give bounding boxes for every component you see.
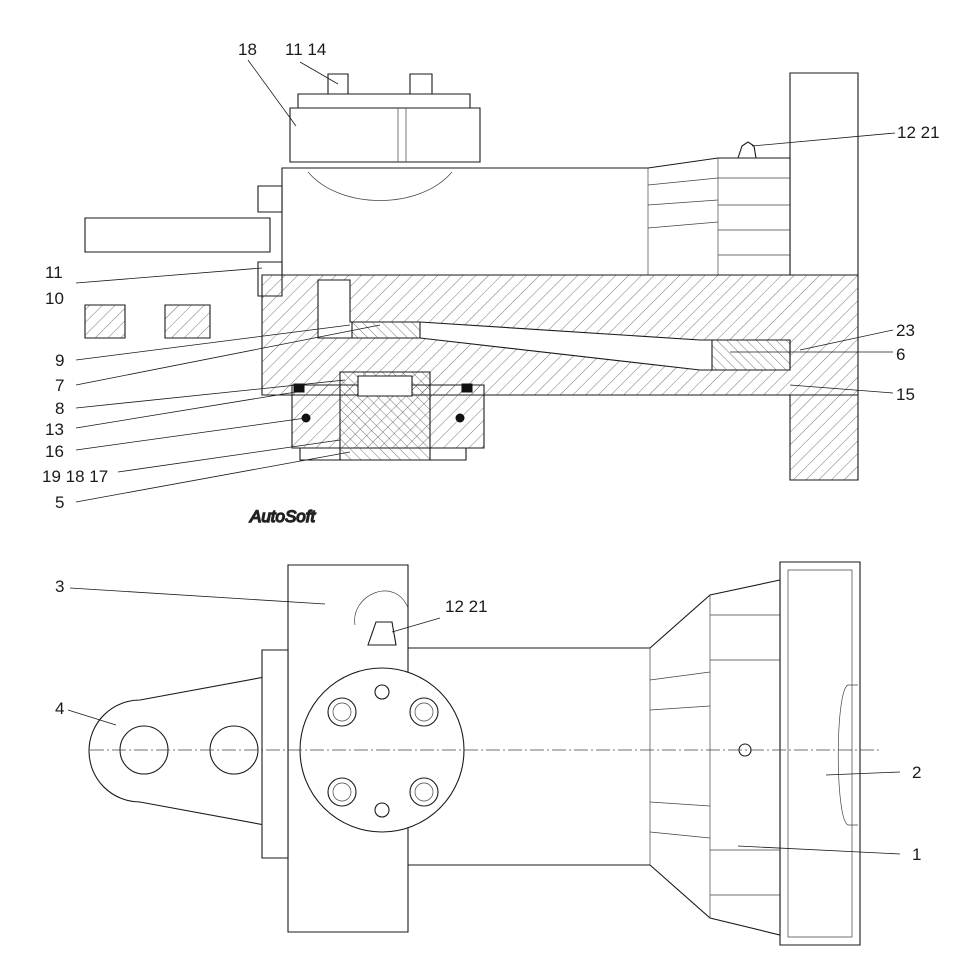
callout-19-18-17: 19 18 17 [42, 467, 108, 486]
bolt-2 [409, 697, 439, 727]
callout-5: 5 [55, 493, 64, 512]
watermark-text: AutoSoft [249, 507, 316, 526]
callout-2: 2 [912, 763, 921, 782]
callout-23: 23 [896, 321, 915, 340]
grease-nipple-plan [367, 621, 397, 646]
grease-nipple-top [737, 141, 757, 159]
bolt-3 [327, 777, 357, 807]
lever-section-left [84, 304, 126, 339]
callout-6: 6 [896, 345, 905, 364]
callout-16: 16 [45, 442, 64, 461]
callout-9: 9 [55, 351, 64, 370]
seal-right [461, 383, 473, 393]
callout-10: 10 [45, 289, 64, 308]
body-upper [281, 157, 791, 276]
callout-12-21-bottom: 12 21 [445, 597, 488, 616]
flange-plate-section [789, 394, 859, 481]
callouts: 18 11 14 12 21 11 10 9 7 8 13 16 19 18 1… [42, 40, 940, 864]
section-view [84, 72, 859, 481]
oring-right [455, 413, 465, 423]
callout-11-14: 11 14 [285, 40, 326, 59]
flange-plate-plan [779, 561, 861, 946]
body-cylinder [404, 579, 781, 936]
lever-section-right [164, 304, 211, 339]
dowel-top [374, 684, 390, 700]
callout-3: 3 [55, 577, 64, 596]
dowel-bottom [374, 802, 390, 818]
lever-arm-top [84, 217, 271, 253]
bolt-head-right [409, 73, 433, 95]
leader-lines [67, 59, 901, 855]
bolt-4 [409, 777, 439, 807]
callout-8: 8 [55, 399, 64, 418]
seal-left [293, 383, 305, 393]
flange-plate-top [789, 72, 859, 276]
callout-1: 1 [912, 845, 921, 864]
bolt-1 [327, 697, 357, 727]
callout-12-21-top: 12 21 [897, 123, 940, 142]
callout-15: 15 [896, 385, 915, 404]
callout-7: 7 [55, 376, 64, 395]
insert-6 [711, 339, 791, 371]
callout-11: 11 [45, 263, 63, 282]
callout-4: 4 [55, 699, 64, 718]
insert-7 [351, 321, 421, 339]
lever-plan [88, 675, 271, 827]
callout-18-top: 18 [238, 40, 257, 59]
callout-13: 13 [45, 420, 64, 439]
plan-view [88, 561, 880, 946]
cap-block [289, 107, 481, 163]
